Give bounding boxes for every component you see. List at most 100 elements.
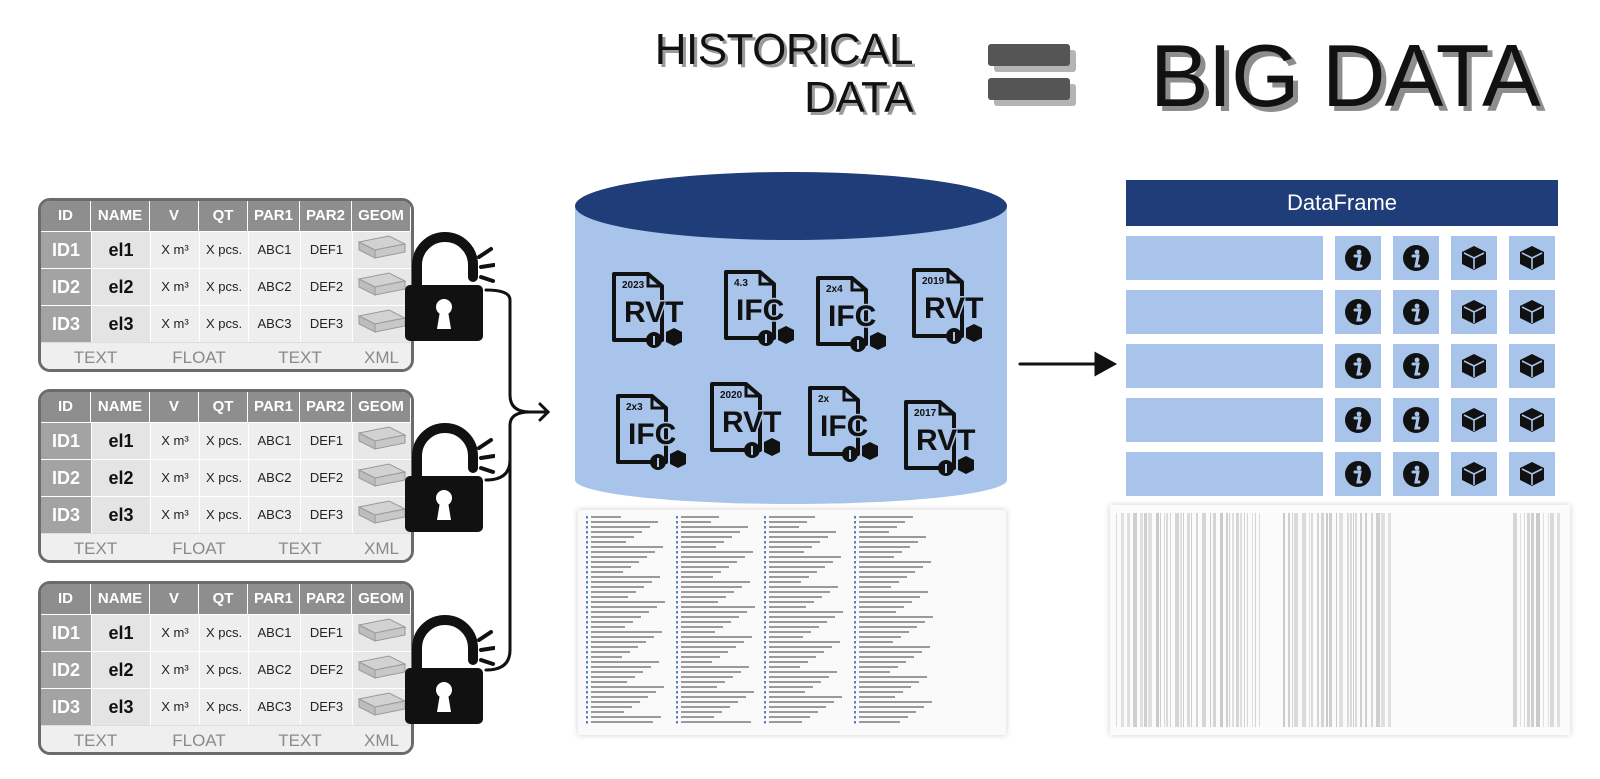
cube-icon (1451, 290, 1497, 334)
cell-par2: DEF1 (300, 231, 352, 268)
column-header: PAR1 (248, 201, 300, 231)
file-version: 2x4 (826, 284, 843, 295)
column-header: V (150, 201, 199, 231)
cell-par2: DEF3 (300, 496, 352, 533)
row-name: el2 (91, 459, 150, 496)
file-version: 2017 (914, 408, 937, 419)
cell-par1: ABC1 (248, 614, 300, 651)
type-label: TEXT (278, 539, 322, 558)
file-format: RVT (722, 406, 781, 439)
geometry-box-icon (352, 614, 411, 651)
cell-par1: ABC1 (248, 231, 300, 268)
info-icon (1393, 236, 1439, 280)
file-format: IFC (628, 418, 676, 451)
cube-icon (1509, 398, 1555, 442)
file-format: IFC (736, 294, 784, 327)
column-header: GEOM (352, 392, 411, 422)
type-label: FLOAT (172, 348, 226, 367)
column-header: PAR2 (300, 584, 352, 614)
cell-par2: DEF1 (300, 614, 352, 651)
title-line-1: HISTORICAL (654, 25, 914, 74)
cube-icon (1451, 452, 1497, 496)
cube-icon (1451, 236, 1497, 280)
row-name: el3 (91, 305, 150, 342)
row-name: el1 (91, 231, 150, 268)
unlocked-padlock-icon (395, 416, 496, 546)
row-name: el1 (91, 614, 150, 651)
cell-qt: X pcs. (199, 688, 248, 725)
column-header: QT (199, 201, 248, 231)
column-header: QT (199, 392, 248, 422)
cell-qt: X pcs. (199, 651, 248, 688)
type-label: XML (364, 539, 399, 558)
cell-qt: X pcs. (199, 268, 248, 305)
cube-icon (1451, 344, 1497, 388)
file-version: 2019 (922, 276, 945, 287)
dataframe-label-cell (1126, 398, 1323, 442)
row-id: ID2 (41, 651, 91, 688)
file-version: 2x (818, 394, 830, 405)
cell-v: X m³ (150, 231, 199, 268)
info-icon (1335, 290, 1381, 334)
geometry-box-icon (352, 688, 411, 725)
info-icon (1393, 344, 1439, 388)
row-name: el3 (91, 688, 150, 725)
row-id: ID2 (41, 268, 91, 305)
cell-qt: X pcs. (199, 422, 248, 459)
cell-par2: DEF3 (300, 305, 352, 342)
cell-v: X m³ (150, 422, 199, 459)
info-icon (1335, 236, 1381, 280)
geometry-box-icon (352, 268, 411, 305)
database-cylinder (575, 172, 1007, 504)
unlocked-padlock-icon (395, 608, 496, 738)
cell-par1: ABC3 (248, 688, 300, 725)
column-header: NAME (91, 392, 150, 422)
info-icon (1335, 344, 1381, 388)
dataframe-header: DataFrame (1126, 180, 1558, 226)
type-label: FLOAT (172, 539, 226, 558)
cell-qt: X pcs. (199, 614, 248, 651)
column-header: GEOM (352, 201, 411, 231)
info-icon (1335, 398, 1381, 442)
column-header: NAME (91, 201, 150, 231)
cell-par1: ABC2 (248, 459, 300, 496)
cell-v: X m³ (150, 305, 199, 342)
type-label: FLOAT (172, 731, 226, 750)
type-label: TEXT (278, 731, 322, 750)
geometry-box-icon (352, 305, 411, 342)
dataframe-row (1126, 452, 1558, 496)
file-format: RVT (924, 292, 983, 325)
column-header: GEOM (352, 584, 411, 614)
historical-data-title: HISTORICAL DATA (654, 25, 914, 122)
equals-icon (988, 40, 1082, 110)
cell-v: X m³ (150, 268, 199, 305)
file-version: 2x3 (626, 402, 643, 413)
cell-par2: DEF2 (300, 459, 352, 496)
type-label: TEXT (278, 348, 322, 367)
row-id: ID1 (41, 422, 91, 459)
cell-v: X m³ (150, 459, 199, 496)
column-header: QT (199, 584, 248, 614)
geometry-box-icon (352, 231, 411, 268)
row-name: el2 (91, 268, 150, 305)
cell-v: X m³ (150, 496, 199, 533)
dataframe-row (1126, 398, 1558, 442)
file-format: IFC (828, 300, 876, 333)
file-version: 4.3 (734, 278, 748, 289)
document-text-panel (578, 510, 1006, 735)
cell-par2: DEF2 (300, 651, 352, 688)
cell-qt: X pcs. (199, 459, 248, 496)
cell-qt: X pcs. (199, 231, 248, 268)
barcode-panel (1110, 505, 1570, 735)
cube-icon (1509, 344, 1555, 388)
file-format: IFC (820, 410, 868, 443)
cell-par1: ABC2 (248, 651, 300, 688)
geometry-box-icon (352, 459, 411, 496)
